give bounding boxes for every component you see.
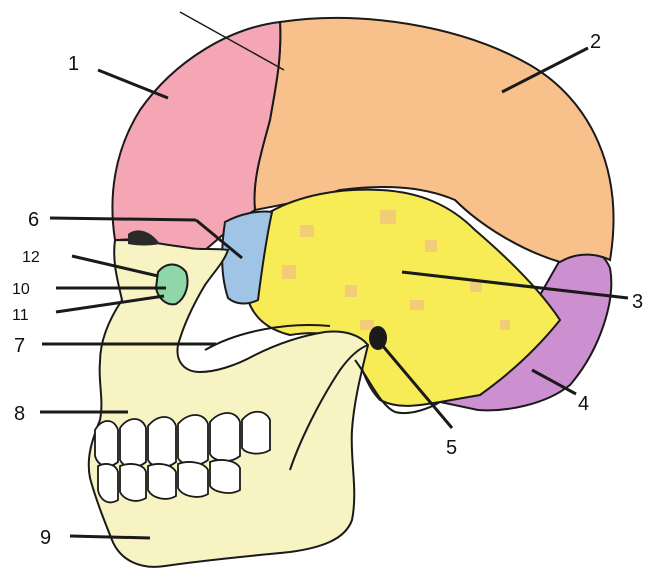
label-11: 11 — [12, 307, 29, 324]
leader-6 — [50, 218, 196, 220]
label-3: 3 — [632, 291, 643, 313]
label-6: 6 — [28, 209, 39, 231]
label-1: 1 — [68, 53, 79, 75]
leader-1 — [98, 70, 168, 98]
label-2: 2 — [590, 31, 601, 53]
label-10: 10 — [12, 281, 30, 298]
label-8: 8 — [14, 403, 25, 425]
label-4: 4 — [578, 393, 589, 415]
label-9: 9 — [40, 527, 51, 549]
label-5: 5 — [446, 437, 457, 459]
label-7: 7 — [14, 335, 25, 357]
lacrimal-bone — [156, 265, 188, 305]
label-12: 12 — [22, 249, 40, 266]
leader-9 — [70, 536, 150, 538]
